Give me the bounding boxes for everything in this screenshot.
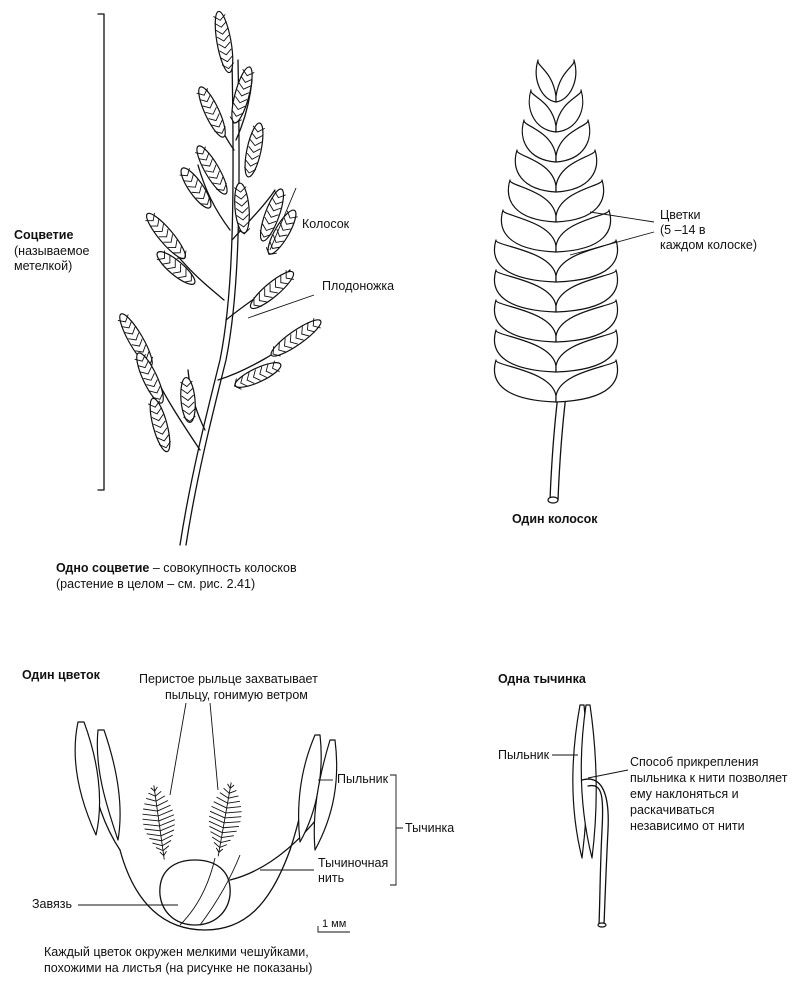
spikelet-floret bbox=[493, 299, 557, 343]
stamen-anther-label: Пыльник bbox=[498, 748, 550, 762]
stamen-drawing bbox=[552, 704, 629, 928]
spikelet-floret bbox=[555, 89, 584, 133]
stamen-note-3: ему наклоняться и bbox=[630, 787, 739, 801]
stigma-pointer-1 bbox=[169, 702, 187, 796]
spikelet-floret bbox=[555, 149, 598, 193]
spikelet-floret bbox=[555, 59, 577, 103]
feathery-stigma bbox=[208, 782, 242, 857]
stigma-label-1: Перистое рыльце захватывает bbox=[139, 672, 318, 686]
feathery-stigma bbox=[142, 785, 175, 860]
label-flowers-3: каждом колоске) bbox=[660, 238, 758, 252]
flower-caption-1: Каждый цветок окружен мелкими чешуйками, bbox=[44, 945, 309, 959]
spikelet-floret bbox=[555, 119, 591, 163]
label-spikelet: Колосок bbox=[302, 217, 350, 231]
label-flowers-1: Цветки bbox=[660, 208, 701, 222]
ovary-label: Завязь bbox=[32, 897, 73, 911]
panicle-spikelet bbox=[233, 182, 251, 235]
spikelet-floret bbox=[493, 359, 557, 403]
flowers-pointer-1 bbox=[589, 211, 655, 223]
panicle-spikelet bbox=[156, 250, 196, 285]
stigma-label-2: пыльцу, гонимую ветром bbox=[165, 688, 308, 702]
stamen-title: Одна тычинка bbox=[498, 672, 586, 686]
flower-drawing bbox=[74, 702, 403, 933]
inflorescence-title: Соцветие bbox=[14, 228, 74, 242]
spikelet-floret bbox=[493, 269, 557, 313]
stalk-pointer bbox=[247, 294, 315, 319]
spikelet-floret bbox=[493, 329, 557, 373]
spikelet-floret bbox=[535, 59, 557, 103]
scale-label: 1 мм bbox=[322, 918, 347, 930]
inflorescence-drawing bbox=[97, 10, 322, 546]
stamen-label: Тычинка bbox=[405, 821, 455, 835]
scale-bar bbox=[317, 926, 350, 933]
spikelet-floret bbox=[507, 179, 557, 223]
label-stalk: Плодоножка bbox=[322, 279, 395, 293]
panicle-spikelet bbox=[270, 318, 322, 357]
spikelet-caption: Один колосок bbox=[512, 512, 598, 526]
panicle-spikelet bbox=[194, 145, 228, 195]
inflorescence-caption-line2: (растение в целом – см. рис. 2.41) bbox=[56, 577, 256, 591]
panicle-spikelet bbox=[196, 86, 226, 138]
spikelet-floret bbox=[555, 359, 619, 403]
panicle-spikelet bbox=[249, 270, 295, 310]
filament-label-2: нить bbox=[318, 871, 345, 885]
spikelet-floret bbox=[514, 149, 557, 193]
label-flowers-2: (5 –14 в bbox=[660, 223, 706, 237]
spikelet-floret bbox=[555, 329, 619, 373]
caption-rest: – совокупность колосков bbox=[149, 561, 297, 575]
inflorescence-caption: Одно соцветие – совокупность колосков bbox=[56, 561, 297, 576]
panicle-spikelet bbox=[259, 188, 286, 242]
stamen-bracket bbox=[390, 774, 403, 886]
spikelet-drawing bbox=[493, 59, 655, 504]
caption-bold: Одно соцветие bbox=[56, 561, 150, 575]
filament-label-1: Тычиночная bbox=[318, 856, 389, 870]
flower-title: Один цветок bbox=[22, 668, 100, 682]
flower-anther-label: Пыльник bbox=[337, 772, 389, 786]
stamen-note-4: раскачиваться bbox=[630, 803, 715, 817]
inflorescence-bracket bbox=[97, 13, 105, 491]
spikelet-floret bbox=[500, 209, 557, 253]
panicle-spikelet bbox=[179, 167, 212, 209]
spikelet-floret bbox=[555, 209, 612, 253]
panicle-spikelet bbox=[243, 122, 265, 178]
inflorescence-subtitle-2: метелкой) bbox=[14, 259, 73, 273]
panicle-spikelet bbox=[134, 352, 164, 404]
spikelet-pointer bbox=[269, 187, 297, 251]
spikelet-floret bbox=[555, 239, 619, 283]
panicle-spikelet bbox=[147, 397, 171, 453]
flowers-pointer-2 bbox=[569, 231, 655, 256]
stamen-note-1: Способ прикрепления bbox=[630, 755, 759, 769]
panicle-spikelet bbox=[180, 376, 196, 424]
spikelet-floret bbox=[521, 119, 557, 163]
attachment-pointer bbox=[587, 769, 629, 779]
stamen-note-2: пыльника к нити позволяет bbox=[630, 771, 788, 785]
spikelet-floret bbox=[555, 179, 605, 223]
panicle-spikelet bbox=[213, 10, 235, 74]
panicle-spikelet bbox=[229, 66, 255, 124]
panicle-spikelet bbox=[117, 313, 154, 367]
spikelet-floret bbox=[555, 299, 619, 343]
spikelet-floret bbox=[528, 89, 557, 133]
inflorescence-subtitle-1: (называемое bbox=[14, 244, 90, 258]
stigma-pointer-2 bbox=[209, 702, 219, 791]
spikelet-floret bbox=[555, 269, 619, 313]
panicle-spikelet bbox=[265, 209, 298, 256]
spikelet-floret bbox=[493, 239, 557, 283]
panicle-spikelet bbox=[145, 212, 187, 260]
stamen-note-5: независимо от нити bbox=[630, 819, 745, 833]
panicle-spikelet bbox=[233, 360, 282, 390]
flower-caption-2: похожими на листья (на рисунке не показа… bbox=[44, 961, 313, 975]
